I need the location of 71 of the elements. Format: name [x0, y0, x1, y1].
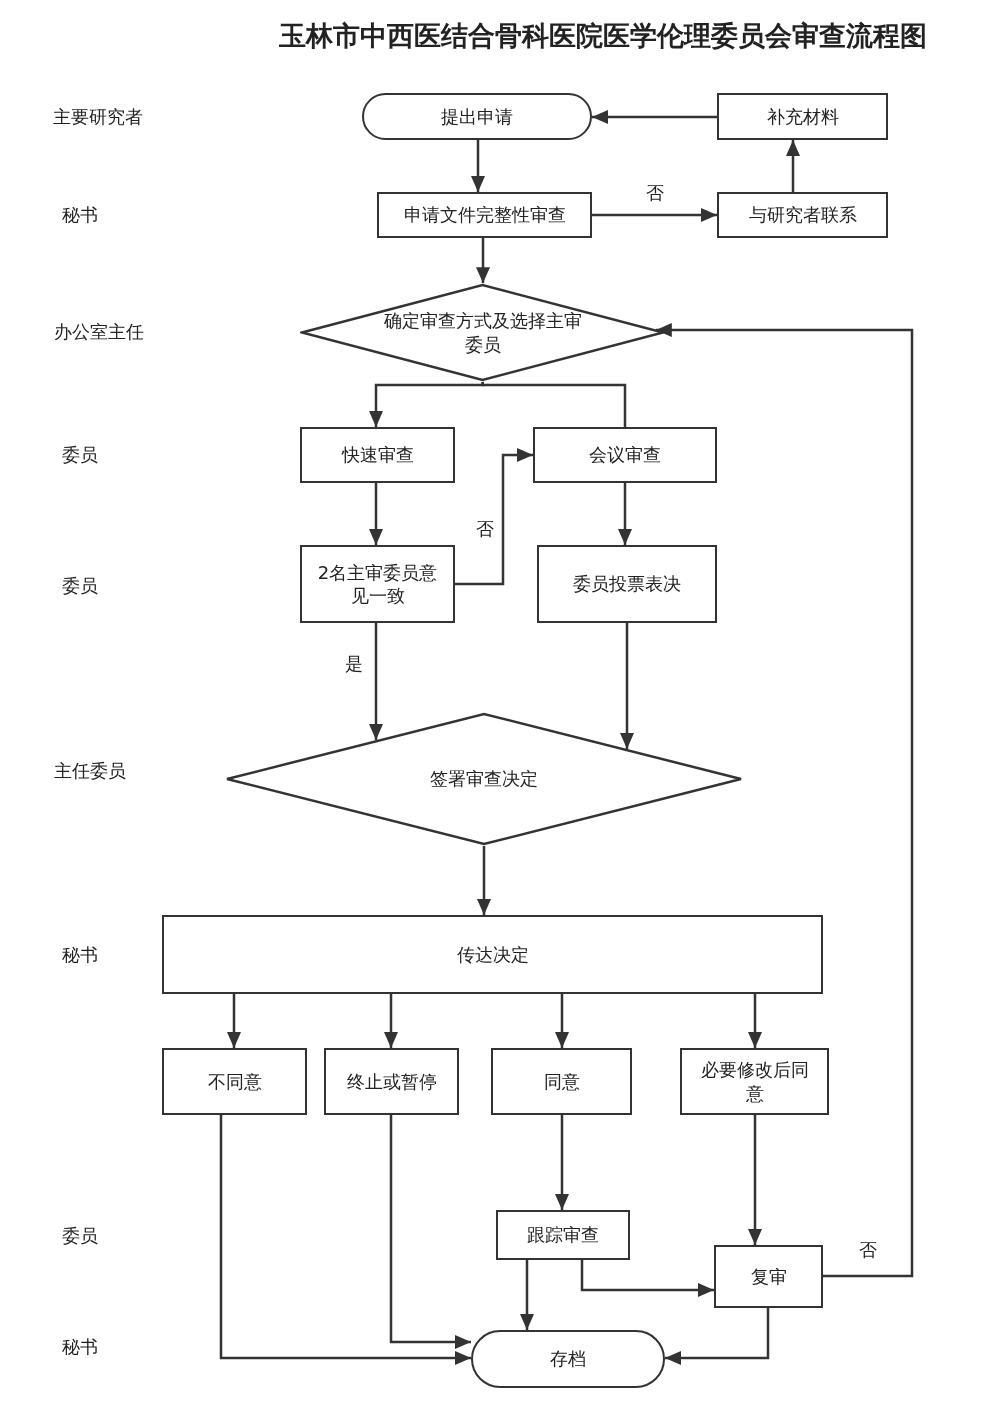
process-box [717, 93, 888, 140]
process-box [324, 1048, 459, 1115]
arrow [555, 1115, 569, 1210]
arrow [520, 1260, 534, 1330]
arrow [665, 1308, 770, 1365]
node-text: 同意 [543, 1069, 580, 1094]
decision-diamond [225, 712, 743, 846]
process-box [533, 427, 717, 483]
node-text: 传达决定 [456, 942, 529, 967]
node-text: 委员投票表决 [573, 572, 681, 596]
arrow [592, 110, 717, 124]
node-text: 存档 [550, 1347, 586, 1371]
edge-label: 是 [343, 652, 365, 676]
arrow [620, 623, 634, 749]
arrow [369, 483, 383, 545]
process-box [300, 545, 455, 623]
node-text: 终止或暂停 [346, 1069, 437, 1094]
arrow [748, 1115, 762, 1245]
lane-label: 秘书 [62, 943, 98, 967]
node-text: 不同意 [207, 1069, 262, 1094]
arrow [477, 846, 491, 915]
arrow [476, 238, 490, 284]
terminal-box [471, 1330, 665, 1388]
lane-label: 委员 [62, 1224, 98, 1248]
process-box [491, 1048, 632, 1115]
node-text: 复审 [750, 1264, 787, 1289]
node-text: 跟踪审查 [527, 1223, 599, 1247]
process-box [680, 1048, 829, 1115]
node-text: 签署审查决定 [430, 767, 538, 791]
node-text: 快速审查 [341, 443, 414, 467]
process-box [714, 1245, 823, 1308]
node-text: 与研究者联系 [748, 203, 857, 227]
arrow [580, 1260, 714, 1297]
terminal-box [362, 93, 592, 140]
arrow [219, 1115, 471, 1365]
arrow [655, 323, 914, 1278]
process-box [377, 192, 592, 238]
arrow [471, 140, 485, 192]
decision-diamond [300, 283, 665, 382]
arrow [369, 623, 383, 740]
process-box [537, 545, 717, 623]
node-text: 会议审查 [589, 443, 661, 467]
node-text: 必要修改后同意 [699, 1058, 810, 1105]
process-box [496, 1210, 630, 1260]
lane-label: 委员 [62, 574, 98, 598]
node-text: 确定审查方式及选择主审委员 [382, 309, 583, 356]
arrow [786, 140, 800, 192]
arrow [369, 381, 485, 427]
lane-label: 委员 [62, 443, 98, 467]
node-text: 提出申请 [441, 104, 513, 129]
lane-label: 主要研究者 [53, 105, 143, 129]
arrow [748, 994, 762, 1048]
process-box [162, 915, 823, 994]
arrow [227, 994, 241, 1048]
arrow [455, 448, 533, 586]
arrow [592, 208, 717, 222]
arrow [384, 994, 398, 1048]
process-box [717, 192, 888, 238]
arrow [618, 483, 632, 545]
process-box [162, 1048, 307, 1115]
lane-label: 秘书 [62, 1335, 98, 1359]
lane-label: 办公室主任 [54, 320, 144, 344]
node-text: 申请文件完整性审查 [403, 203, 566, 227]
lane-label: 主任委员 [54, 759, 126, 783]
node-text: 补充材料 [766, 104, 839, 129]
arrow [389, 1115, 471, 1349]
lane-label: 秘书 [62, 203, 98, 227]
arrow [555, 994, 569, 1048]
diagram-title: 玉林市中西医结合骨科医院医学伦理委员会审查流程图 [277, 19, 928, 53]
node-text: 2名主审委员意见一致 [316, 560, 439, 608]
process-box [300, 427, 455, 483]
